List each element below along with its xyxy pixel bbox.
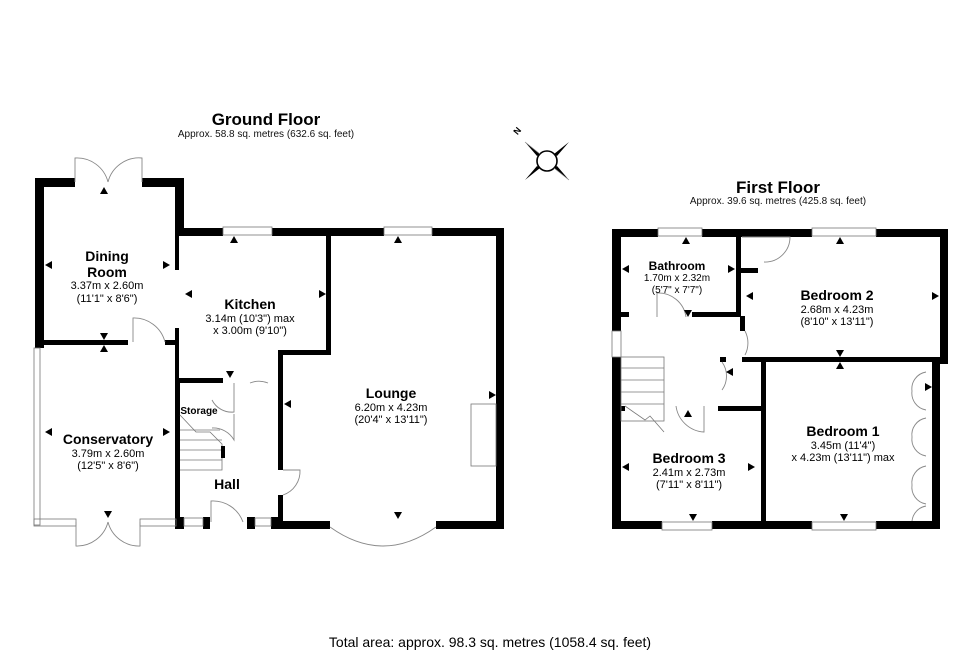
room-dining-room: Dining Room 3.37m x 2.60m (11'1" x 8'6") (70, 248, 144, 305)
room-name: Hall (214, 476, 240, 492)
first-floor-title: First Floor (735, 178, 821, 197)
room-dimensions-imperial: x 3.00m (9'10") (213, 324, 287, 337)
ground-floor-plan (33, 157, 504, 547)
room-dimensions-metric: 2.68m x 4.23m (800, 303, 874, 316)
room-conservatory: Conservatory 3.79m x 2.60m (12'5" x 8'6"… (62, 431, 154, 472)
room-dimensions-imperial: (11'1" x 8'6") (76, 292, 138, 305)
room-name: Storage (180, 406, 218, 417)
room-dimensions-imperial: (12'5" x 8'6") (77, 459, 139, 472)
room-name: Bedroom 1 (806, 423, 880, 439)
total-area-footer: Total area: approx. 98.3 sq. metres (105… (328, 634, 652, 650)
first-floor-area: Approx. 39.6 sq. metres (425.8 sq. feet) (689, 196, 867, 207)
room-name: Conservatory (62, 431, 154, 447)
ground-stairs (179, 414, 225, 471)
room-dimensions-metric: 2.41m x 2.73m (652, 466, 726, 479)
room-dimensions-imperial: (5'7" x 7'7") (651, 284, 703, 296)
room-dimensions-imperial: (8'10" x 13'11") (800, 315, 874, 328)
room-lounge: Lounge 6.20m x 4.23m (20'4" x 13'11") (354, 385, 428, 426)
room-dimensions-imperial: (20'4" x 13'11") (354, 413, 428, 426)
room-dimensions-metric: 3.14m (10'3") max (205, 312, 295, 325)
room-dimensions-imperial: (7'11" x 8'11") (655, 478, 723, 491)
room-name: Bedroom 3 (652, 450, 726, 466)
room-dimensions-imperial: x 4.23m (13'11") max (791, 451, 895, 464)
ground-floor-area: Approx. 58.8 sq. metres (632.6 sq. feet) (177, 129, 355, 140)
first-stairs (620, 356, 665, 433)
room-bedroom-2: Bedroom 2 2.68m x 4.23m (8'10" x 13'11") (800, 287, 874, 328)
room-name: Bedroom 2 (800, 287, 874, 303)
room-dimensions-metric: 3.37m x 2.60m (70, 280, 144, 293)
room-name: Bathroom (648, 259, 706, 273)
room-storage: Storage (180, 401, 217, 419)
room-name: Kitchen (224, 296, 276, 312)
room-dimensions-metric: 3.45m (11'4") (810, 439, 876, 452)
room-bedroom-1: Bedroom 1 3.45m (11'4") x 4.23m (13'11")… (791, 423, 895, 464)
room-bathroom: Bathroom 1.70m x 2.32m (5'7" x 7'7") (643, 259, 711, 296)
room-name-line2: Room (87, 263, 127, 280)
room-name: Lounge (365, 385, 417, 401)
ground-floor-title: Ground Floor (211, 110, 321, 129)
room-dimensions-metric: 3.79m x 2.60m (71, 447, 145, 460)
room-bedroom-3: Bedroom 3 2.41m x 2.73m (7'11" x 8'11") (652, 450, 726, 491)
room-name: Dining (85, 248, 129, 264)
room-dimensions-metric: 6.20m x 4.23m (354, 401, 428, 414)
room-kitchen: Kitchen 3.14m (10'3") max x 3.00m (9'10"… (205, 296, 295, 337)
compass-rose-icon (524, 141, 570, 181)
room-dimensions-metric: 1.70m x 2.32m (643, 273, 711, 285)
room-hall: Hall (214, 476, 240, 493)
first-floor-plan (611, 227, 948, 531)
